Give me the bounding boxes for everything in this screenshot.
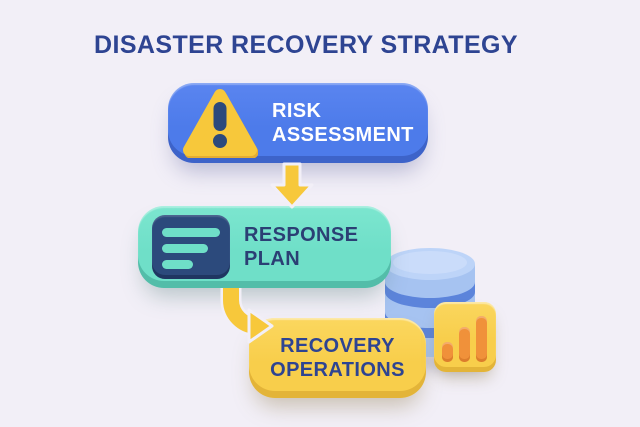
risk-assessment-label: RISK ASSESSMENT [272, 100, 414, 146]
doc-line [162, 260, 193, 269]
curved-arrow [220, 288, 274, 344]
response-plan-label: RESPONSE PLAN [244, 224, 359, 270]
doc-line [162, 228, 220, 237]
recovery-operations-label: RECOVERY OPERATIONS [270, 335, 405, 381]
chart-bar [442, 342, 453, 362]
warning-icon [183, 89, 258, 158]
doc-line [162, 244, 208, 253]
recovery-operations-node: RECOVERY OPERATIONS [249, 318, 426, 398]
chart-bar [476, 316, 487, 362]
bar-chart-icon [434, 302, 496, 372]
risk-assessment-node: RISK ASSESSMENT [168, 83, 428, 163]
document-list-icon [152, 215, 230, 279]
down-arrow [270, 162, 314, 209]
chart-bar [459, 327, 470, 362]
page-title: DISASTER RECOVERY STRATEGY [94, 31, 518, 59]
response-plan-node: RESPONSE PLAN [138, 206, 391, 288]
